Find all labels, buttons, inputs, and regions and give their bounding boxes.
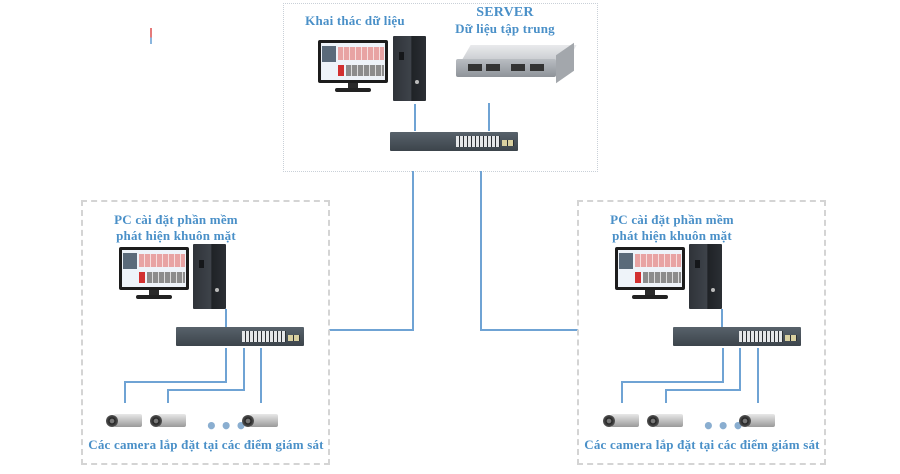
site-left-wire-cam1-v [225, 348, 227, 383]
server-title: SERVER [476, 5, 534, 20]
site-right-camera-icon [603, 412, 639, 430]
site-left-wire-cam1-h [124, 381, 227, 383]
data-mining-label: Khai thác dữ liệu [305, 13, 405, 28]
site-right-camera-icon [647, 412, 683, 430]
site-left-pc-label-line1: PC cài đặt phần mềm [114, 212, 238, 227]
site-right-wire-cam1-h [621, 381, 724, 383]
site-right-wire-cam2-h [665, 389, 741, 391]
rack-server-icon [456, 42, 577, 84]
site-left-wire-cam2-drop [167, 389, 169, 403]
wire-central-right-vertical [480, 171, 482, 331]
site-left-camera-label: Các camera lắp đặt tại các điểm giám sát [88, 437, 324, 452]
server-subtitle: Dữ liệu tập trung [455, 21, 555, 36]
site-left-pc-label-line2: phát hiện khuôn mặt [116, 228, 236, 243]
site-right-tower-icon [689, 244, 722, 309]
site-right-wire-cam3-v [757, 348, 759, 403]
site-right-wire-cam1-v [722, 348, 724, 383]
central-switch-icon [390, 132, 518, 151]
wire-central-left-horizontal [329, 329, 414, 331]
central-zone-box [283, 3, 598, 172]
wire-tower-switch [414, 104, 416, 131]
site-right-camera-icon [739, 412, 775, 430]
monitor-icon [318, 40, 388, 95]
corner-mark [150, 28, 152, 44]
wire-central-left-vertical [412, 171, 414, 331]
site-right-camera-label: Các camera lắp đặt tại các điểm giám sát [584, 437, 820, 452]
site-left-wire-pc-switch [225, 309, 227, 328]
site-left-camera-icon [242, 412, 278, 430]
site-right-switch-icon [673, 327, 801, 346]
site-right-ellipsis: ••• [702, 414, 747, 438]
site-left-wire-cam3-v [260, 348, 262, 403]
site-right-wire-cam2-drop [665, 389, 667, 403]
site-left-ellipsis: ••• [205, 414, 250, 438]
site-right-monitor-icon [615, 247, 685, 302]
wire-central-right-horizontal [480, 329, 578, 331]
site-left-monitor-icon [119, 247, 189, 302]
site-right-box [577, 200, 826, 465]
site-left-switch-icon [176, 327, 304, 346]
wire-server-switch [488, 103, 490, 131]
site-left-tower-icon [193, 244, 226, 309]
site-left-camera-icon [106, 412, 142, 430]
site-right-wire-pc-switch [721, 309, 723, 328]
site-left-wire-cam1-drop [124, 381, 126, 403]
site-left-camera-icon [150, 412, 186, 430]
site-right-wire-cam1-drop [621, 381, 623, 403]
workstation-tower-icon [393, 36, 426, 101]
site-left-wire-cam2-v [243, 348, 245, 391]
site-left-wire-cam2-h [167, 389, 245, 391]
site-left-box [81, 200, 330, 465]
site-right-pc-label-line2: phát hiện khuôn mặt [612, 228, 732, 243]
site-right-wire-cam2-v [739, 348, 741, 391]
site-right-pc-label-line1: PC cài đặt phần mềm [610, 212, 734, 227]
